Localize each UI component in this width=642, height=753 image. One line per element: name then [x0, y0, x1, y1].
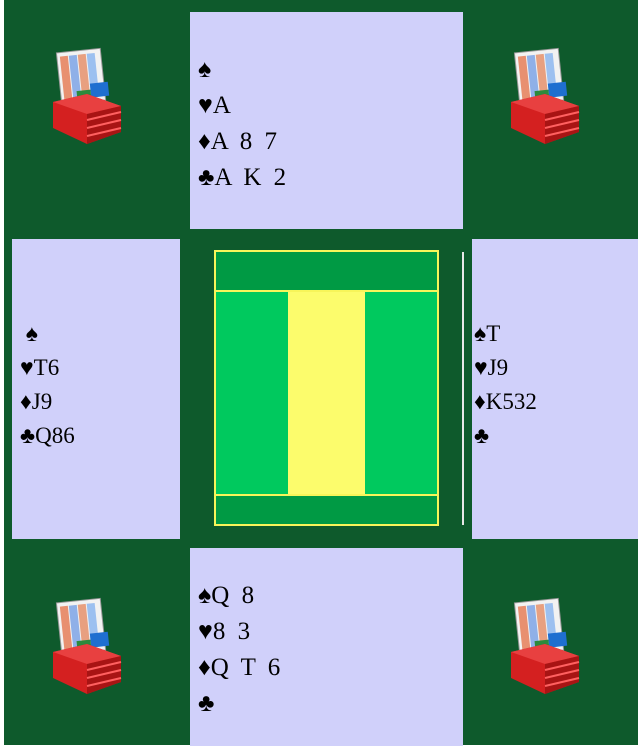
- bridge-board-tray-icon: [505, 590, 585, 700]
- east-spades-cards: T: [486, 321, 500, 346]
- east-hearts-row: ♥J9: [474, 351, 638, 385]
- north-diamonds-row: ♦A 8 7: [198, 124, 463, 160]
- west-hearts-cards: T6: [34, 355, 60, 380]
- north-hearts-row: ♥A: [198, 88, 463, 124]
- south-diamonds-row: ♦Q T 6: [198, 650, 463, 686]
- north-hand: ♠ ♥A ♦A 8 7 ♣A K 2: [190, 12, 463, 229]
- north-clubs-row: ♣A K 2: [198, 160, 463, 196]
- south-hearts-cards: 8 3: [213, 618, 253, 645]
- west-clubs-row: ♣Q86: [20, 419, 180, 453]
- heart-symbol: ♥: [198, 88, 213, 124]
- center-trick-slot: [288, 292, 365, 494]
- south-clubs-row: ♣: [198, 686, 463, 722]
- east-hand: ♠T ♥J9 ♦K532 ♣: [472, 239, 638, 539]
- east-trick-slot: [365, 292, 437, 494]
- north-spades-row: ♠: [198, 52, 463, 88]
- south-hand: ♠Q 8 ♥8 3 ♦Q T 6 ♣: [190, 548, 463, 746]
- north-trick-slot: [216, 252, 437, 292]
- spade-symbol: ♠: [26, 317, 38, 351]
- west-clubs-cards: Q86: [35, 423, 75, 448]
- spade-symbol: ♠: [198, 578, 211, 614]
- south-spades-cards: Q 8: [211, 582, 257, 609]
- west-spades-row: ♠: [20, 317, 180, 351]
- heart-symbol: ♥: [20, 351, 34, 385]
- north-clubs-cards: A K 2: [214, 164, 289, 191]
- diamond-symbol: ♦: [474, 385, 486, 419]
- west-hearts-row: ♥T6: [20, 351, 180, 385]
- south-diamonds-cards: Q T 6: [211, 654, 283, 681]
- club-symbol: ♣: [198, 686, 214, 722]
- north-hearts-cards: A: [213, 92, 234, 119]
- heart-symbol: ♥: [474, 351, 488, 385]
- east-diamonds-cards: K532: [486, 389, 537, 414]
- diamond-symbol: ♦: [20, 385, 32, 419]
- divider-line: [462, 252, 464, 525]
- east-spades-row: ♠T: [474, 317, 638, 351]
- east-hearts-cards: J9: [488, 355, 508, 380]
- club-symbol: ♣: [474, 419, 489, 453]
- spade-symbol: ♠: [474, 317, 486, 351]
- west-trick-slot: [216, 292, 288, 494]
- bridge-board-tray-icon: [47, 590, 127, 700]
- south-hearts-row: ♥8 3: [198, 614, 463, 650]
- west-diamonds-row: ♦J9: [20, 385, 180, 419]
- south-spades-row: ♠Q 8: [198, 578, 463, 614]
- bridge-board-tray-icon: [505, 40, 585, 150]
- north-diamonds-cards: A 8 7: [211, 128, 280, 155]
- diamond-symbol: ♦: [198, 124, 211, 160]
- spade-symbol: ♠: [198, 52, 211, 88]
- east-diamonds-row: ♦K532: [474, 385, 638, 419]
- club-symbol: ♣: [20, 419, 35, 453]
- bridge-board-tray-icon: [47, 40, 127, 150]
- west-hand: ♠ ♥T6 ♦J9 ♣Q86: [12, 239, 180, 539]
- trick-area: [214, 250, 439, 526]
- west-diamonds-cards: J9: [32, 389, 52, 414]
- heart-symbol: ♥: [198, 614, 213, 650]
- diamond-symbol: ♦: [198, 650, 211, 686]
- east-clubs-row: ♣: [474, 419, 638, 453]
- club-symbol: ♣: [198, 160, 214, 196]
- south-trick-slot: [216, 494, 437, 524]
